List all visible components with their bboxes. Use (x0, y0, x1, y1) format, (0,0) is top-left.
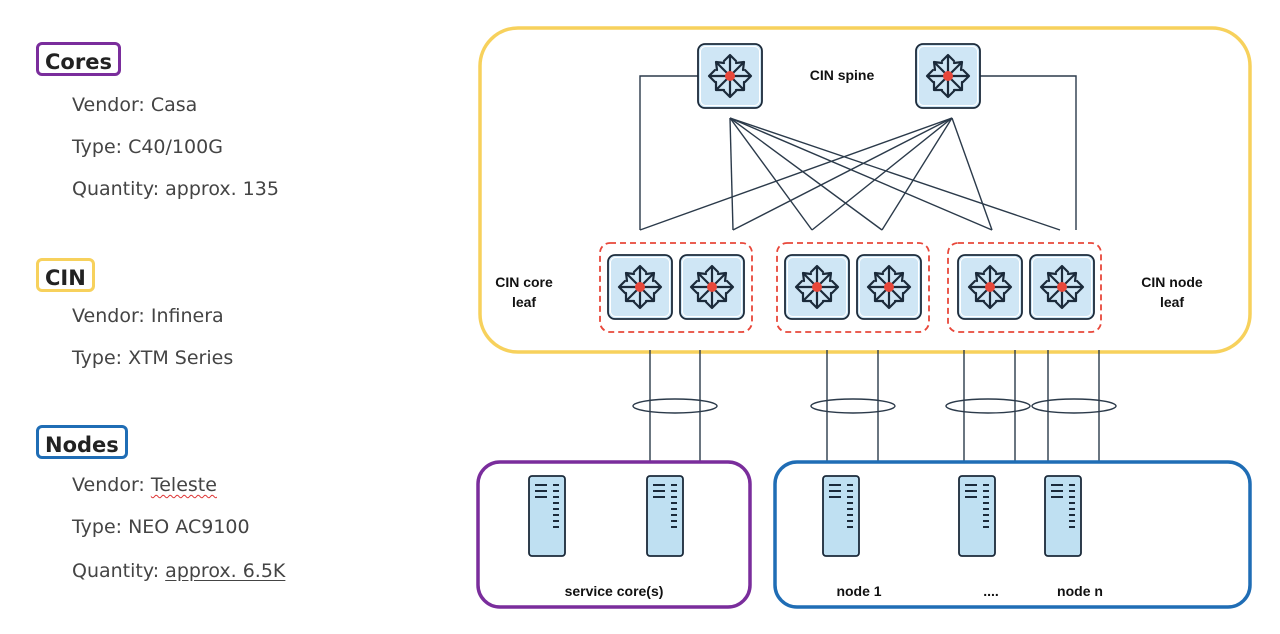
leaf-router-6-icon (1028, 253, 1096, 321)
cores-vendor: Vendor: Casa (72, 94, 198, 116)
node-n-label: node n (1057, 583, 1103, 599)
node-n-server-icon (1044, 475, 1082, 557)
service-core-container (476, 460, 752, 609)
node-2-server-icon (958, 475, 996, 557)
access-links (649, 350, 1100, 462)
link-bundles (632, 398, 1117, 414)
core-leaf-label-2: leaf (512, 294, 536, 310)
leaf-router-2-icon (678, 253, 746, 321)
spine-label: CIN spine (810, 67, 875, 83)
nodes-vendor: Vendor: Teleste (72, 474, 217, 496)
nodes-quantity-prefix: Quantity: (72, 560, 166, 582)
nodes-quantity-value: approx. 6.5K (165, 560, 286, 582)
node-1-server-icon (822, 475, 860, 557)
ellipsis-label: .... (983, 583, 999, 599)
cin-badge: CIN (36, 258, 95, 292)
mid-leaf-group (776, 242, 930, 333)
service-core-1-server-icon (528, 475, 566, 557)
service-core-2-server-icon (646, 475, 684, 557)
cin-type: Type: XTM Series (72, 347, 234, 369)
nodes-quantity: Quantity: approx. 6.5K (72, 560, 285, 582)
node-1-label: node 1 (836, 583, 881, 599)
leaf-router-3-icon (783, 253, 851, 321)
cores-quantity: Quantity: approx. 135 (72, 178, 279, 200)
nodes-type: Type: NEO AC9100 (72, 516, 250, 538)
leaf-router-1-icon (606, 253, 674, 321)
nodes-vendor-prefix: Vendor: (72, 474, 151, 496)
node-leaf-label-2: leaf (1160, 294, 1184, 310)
cin-vendor: Vendor: Infinera (72, 305, 224, 327)
service-core-label: service core(s) (565, 583, 664, 599)
nodes-badge: Nodes (36, 425, 128, 459)
legend-panel: Cores Vendor: Casa Type: C40/100G Quanti… (0, 0, 440, 634)
spine-router-2-icon (914, 42, 982, 110)
core-leaf-label-1: CIN core (495, 274, 553, 290)
spine-leaf-links (639, 75, 1077, 231)
core-leaf-group (599, 242, 753, 333)
cin-container (478, 26, 1252, 354)
cores-badge: Cores (36, 42, 121, 76)
network-diagram: CIN spine CIN core leaf CIN node leaf se… (476, 26, 1252, 609)
leaf-router-4-icon (855, 253, 923, 321)
nodes-vendor-name: Teleste (150, 474, 217, 496)
leaf-router-5-icon (956, 253, 1024, 321)
node-leaf-group (947, 242, 1102, 333)
spine-router-1-icon (696, 42, 764, 110)
cores-type: Type: C40/100G (72, 136, 223, 158)
node-leaf-label-1: CIN node (1141, 274, 1203, 290)
nodes-container (773, 460, 1252, 609)
